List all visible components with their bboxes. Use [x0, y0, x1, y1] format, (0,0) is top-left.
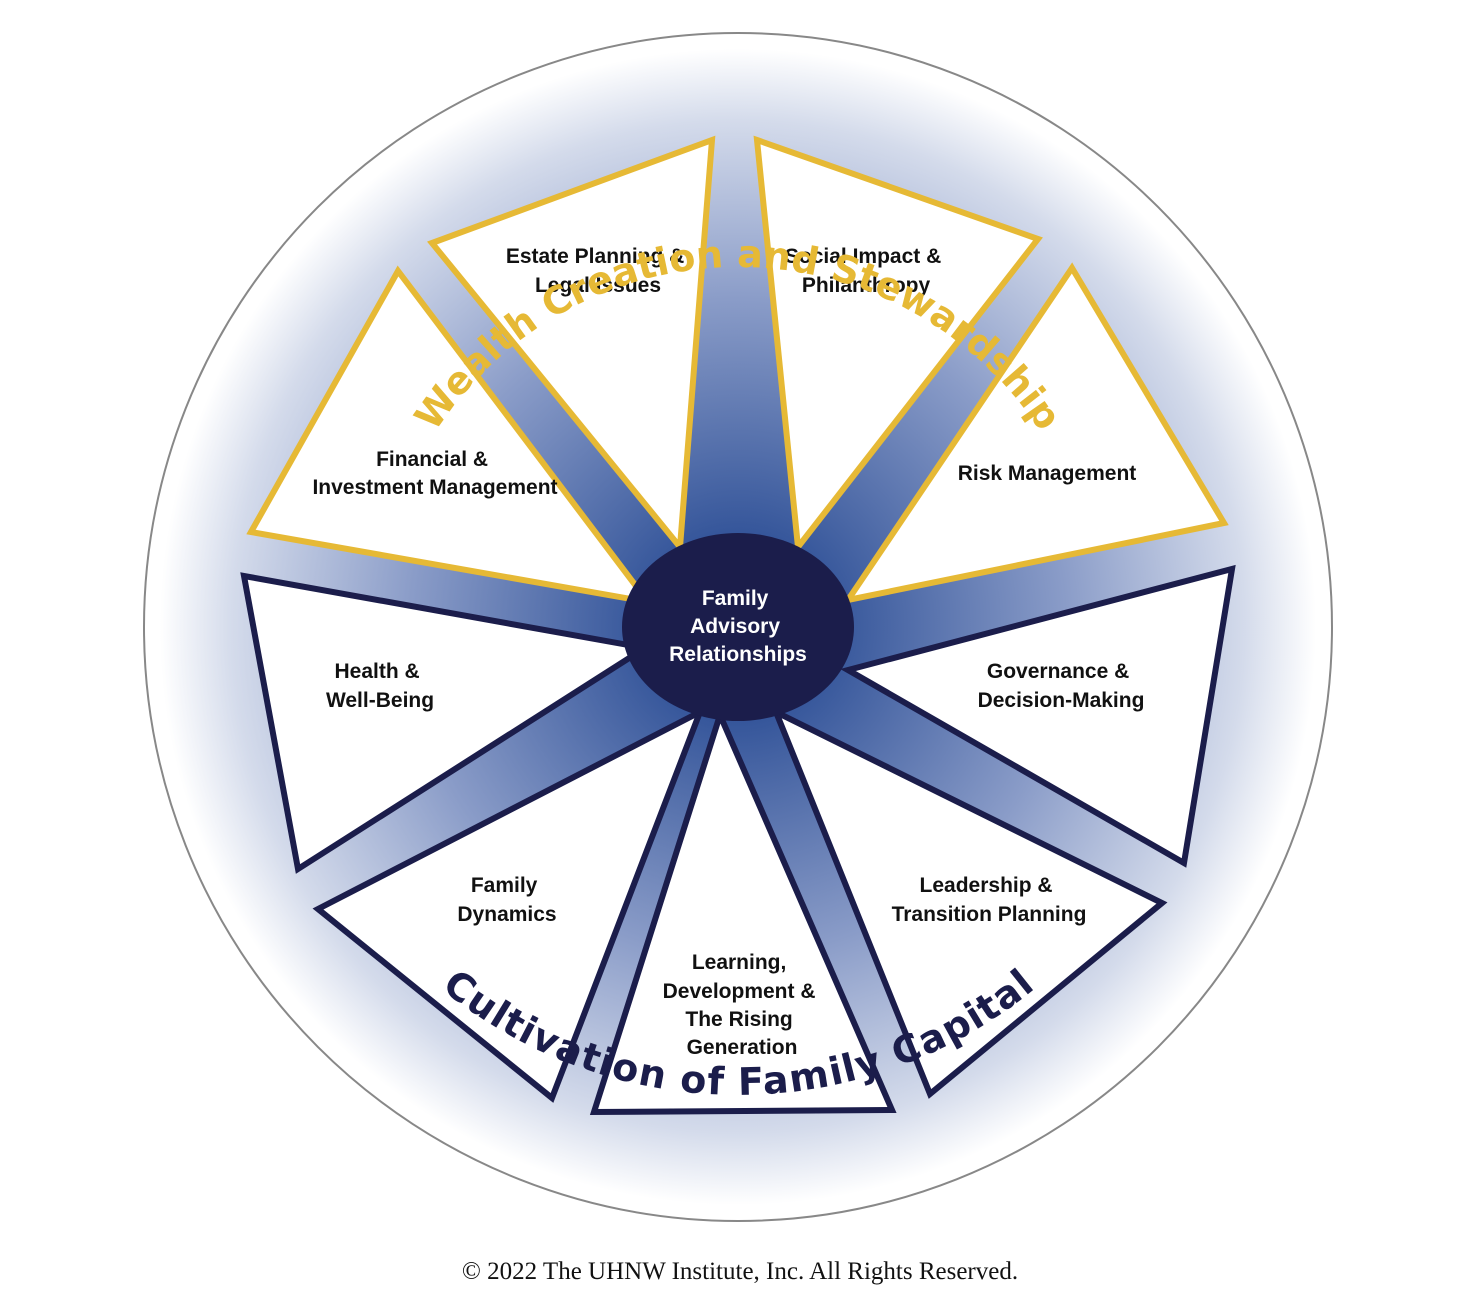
segment-label: Estate Planning & Legal Issues: [506, 245, 690, 297]
segment-learning-development: Learning, Development & The Rising Gener…: [589, 706, 897, 1116]
segment-family-dynamics: Family Dynamics: [312, 705, 706, 1103]
segment-health-wellbeing: Health & Well-Being: [240, 572, 654, 874]
segment-shape: [840, 564, 1236, 868]
segment-label: Social Impact & Philanthropy: [785, 245, 947, 297]
segment-shape: [589, 706, 897, 1116]
segment-label: Governance & Decision-Making: [978, 660, 1145, 712]
segment-estate-planning: Estate Planning & Legal Issues: [427, 135, 716, 555]
segment-label: Leadership & Transition Planning: [892, 874, 1087, 926]
segment-leadership: Leadership & Transition Planning: [770, 705, 1168, 1099]
segment-label: Financial & Investment Management: [312, 448, 557, 499]
segment-shape: [753, 135, 1043, 555]
hub-label: Family Advisory Relationships: [669, 587, 807, 666]
segment-shape: [312, 705, 706, 1103]
segment-shape: [246, 265, 655, 607]
segment-shape: [841, 262, 1229, 605]
segment-label: Health & Well-Being: [326, 660, 434, 712]
hub-ellipse: [622, 533, 854, 721]
segment-social-impact: Social Impact & Philanthropy: [753, 135, 1043, 555]
segment-financial-investment: Financial & Investment Management: [246, 265, 655, 607]
segment-governance: Governance & Decision-Making: [840, 564, 1236, 868]
segment-shape: [240, 572, 654, 874]
segment-shape: [427, 135, 716, 555]
segment-label: Family Dynamics: [457, 874, 556, 926]
hub: Family Advisory Relationships: [622, 533, 854, 721]
copyright-notice: © 2022 The UHNW Institute, Inc. All Righ…: [461, 1258, 1019, 1285]
segment-label: Risk Management: [958, 462, 1137, 485]
segment-label: Learning, Development & The Rising Gener…: [663, 951, 822, 1059]
segment-risk-management: Risk Management: [841, 262, 1229, 605]
segment-shape: [770, 705, 1168, 1099]
